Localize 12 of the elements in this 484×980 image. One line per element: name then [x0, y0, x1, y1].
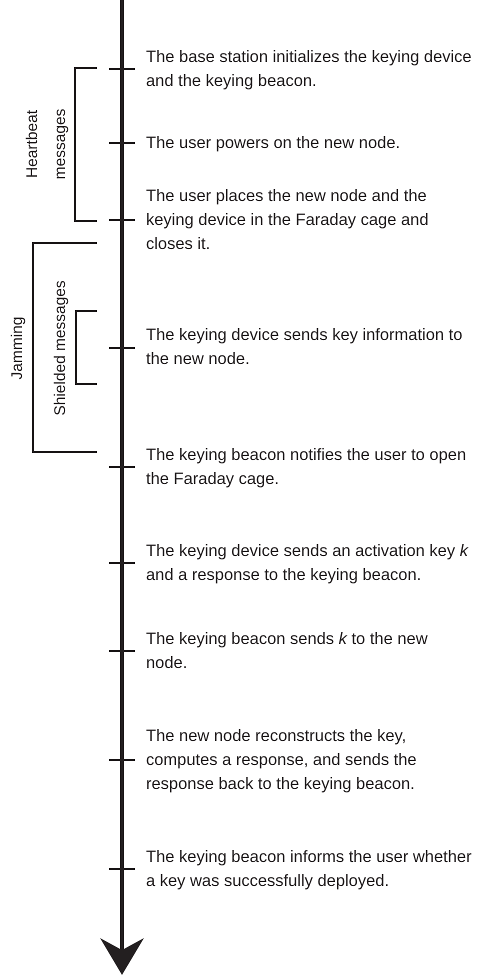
- step-description: The user powers on the new node.: [146, 133, 402, 154]
- step-description: The keying device sends an activation key k and a response to the keying beacon.: [146, 541, 470, 586]
- step-description: The keying beacon sends k to the new node.: [146, 629, 429, 674]
- step-description: The keying beacon informs the user whether a key was successfully deployed.: [146, 847, 472, 892]
- phase-label: Heartbeat messages: [23, 108, 70, 182]
- step-description: The new node reconstructs the key, computes a response, and sends the response back to the keying beacon.: [146, 726, 418, 795]
- phase-label: Shielded messages: [51, 279, 70, 418]
- phase-label: Jamming: [8, 316, 27, 382]
- step-description: The base station initializes the keying device and the keying beacon.: [146, 47, 472, 92]
- step-description: The keying device sends key information to the new node.: [146, 325, 464, 370]
- step-description: The keying beacon notifies the user to open the Faraday cage.: [146, 445, 468, 490]
- step-description: The user places the new node and the keying device in the Faraday cage and closes it.: [146, 186, 430, 255]
